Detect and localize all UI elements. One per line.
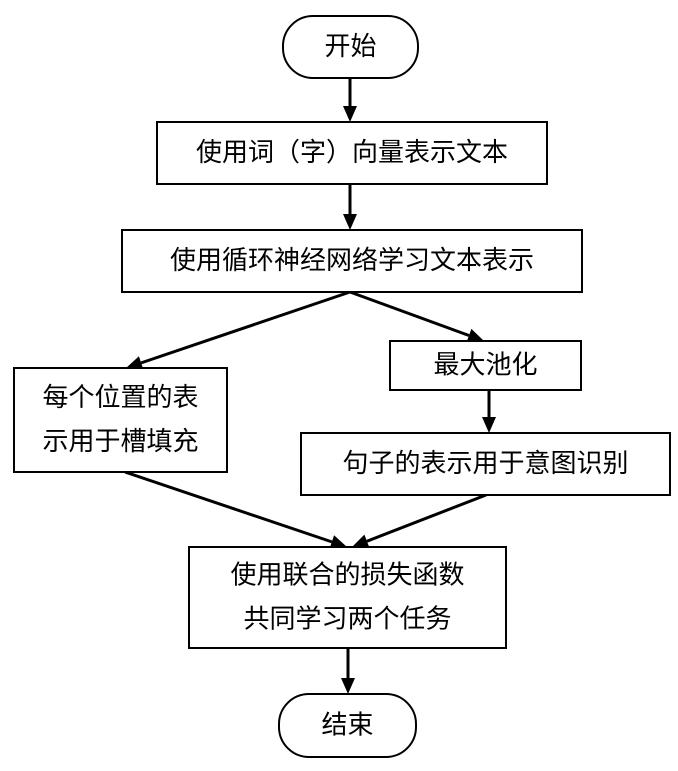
node-label: 使用循环神经网络学习文本表示 bbox=[170, 246, 534, 276]
node-label: 最大池化 bbox=[433, 351, 537, 381]
node-rnn: 使用循环神经网络学习文本表示 bbox=[121, 229, 583, 293]
node-label: 句子的表示用于意图识别 bbox=[342, 449, 628, 479]
arrowhead-icon bbox=[352, 534, 370, 548]
terminal-shape bbox=[278, 693, 417, 758]
process-box bbox=[389, 340, 582, 391]
node-label: 结束 bbox=[321, 711, 373, 741]
arrowhead-icon bbox=[329, 535, 347, 549]
node-maxpool: 最大池化 bbox=[389, 340, 582, 391]
arrowhead-icon bbox=[341, 678, 355, 694]
edge-rnn-to-maxpool bbox=[349, 290, 470, 337]
process-box bbox=[121, 229, 583, 293]
node-label: 每个位置的表 bbox=[42, 383, 198, 413]
edges-layer bbox=[124, 78, 496, 694]
process-box bbox=[188, 546, 507, 649]
process-box bbox=[13, 367, 228, 473]
process-box bbox=[156, 121, 548, 185]
node-end: 结束 bbox=[278, 693, 417, 758]
node-embed: 使用词（字）向量表示文本 bbox=[156, 121, 548, 185]
node-label: 开始 bbox=[324, 32, 376, 62]
node-label: 使用词（字）向量表示文本 bbox=[196, 138, 508, 168]
nodes-layer: 开始使用词（字）向量表示文本使用循环神经网络学习文本表示每个位置的表示用于槽填充… bbox=[13, 15, 671, 758]
edge-slot-to-joint bbox=[124, 470, 333, 544]
node-label: 共同学习两个任务 bbox=[243, 605, 451, 635]
process-box bbox=[300, 432, 671, 496]
arrowhead-icon bbox=[343, 214, 357, 230]
arrowhead-icon bbox=[466, 328, 484, 343]
node-label: 使用联合的损失函数 bbox=[230, 561, 464, 591]
node-intent: 句子的表示用于意图识别 bbox=[300, 432, 671, 496]
arrowhead-icon bbox=[126, 356, 144, 370]
node-start: 开始 bbox=[282, 15, 419, 79]
edge-rnn-to-slot bbox=[140, 290, 351, 365]
arrowhead-icon bbox=[343, 106, 357, 122]
node-label: 示用于槽填充 bbox=[42, 427, 198, 457]
arrowhead-icon bbox=[482, 417, 496, 433]
terminal-shape bbox=[282, 15, 419, 79]
edge-intent-to-joint bbox=[366, 493, 487, 543]
